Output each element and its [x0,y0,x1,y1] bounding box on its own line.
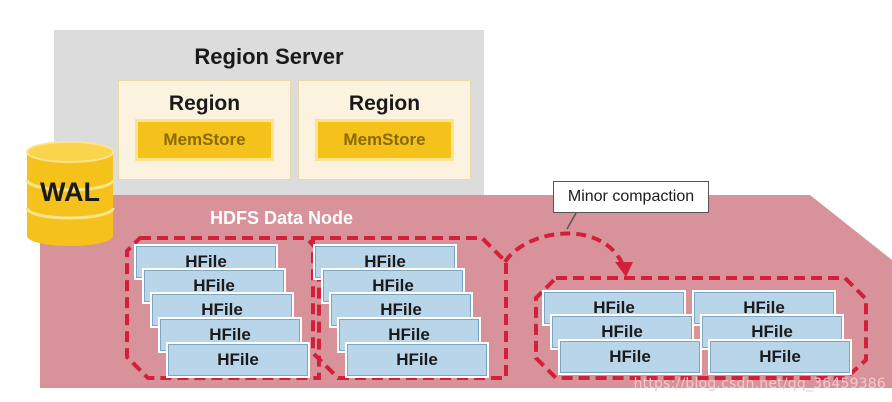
compaction-arrow [503,231,624,264]
hfile-group-compacted [534,276,868,380]
hfile-group-left [125,236,321,380]
wal-label: WAL [40,177,100,207]
hfile-card: HFile [347,344,487,376]
minor-compaction-callout: Minor compaction [553,181,709,213]
watermark-text: https://blog.csdn.net/qq_36459386 [633,376,886,392]
region-server-title: Region Server [194,44,344,69]
hfile-card: HFile [710,341,850,373]
compaction-arrowhead [615,262,633,277]
memstore: MemStore [315,119,454,161]
region-2: Region MemStore [298,80,471,180]
region-1: Region MemStore [118,80,291,180]
region-title: Region [348,92,421,115]
hdfs-title: HDFS Data Node [210,208,354,228]
hfile-card: HFile [560,341,700,373]
callout-pointer [566,212,577,230]
memstore: MemStore [135,119,274,161]
wal-cylinder [25,141,115,246]
region-title: Region [168,92,241,115]
hfile-card: HFile [168,344,308,376]
